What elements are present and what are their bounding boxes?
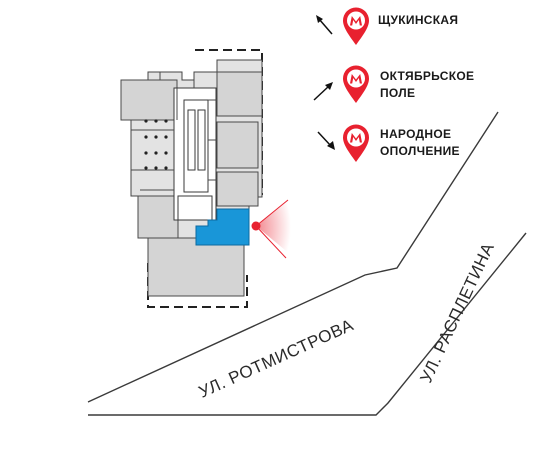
building-core xyxy=(173,87,217,221)
column xyxy=(164,151,168,155)
view-point-dot xyxy=(251,221,261,231)
view-ray-top xyxy=(255,199,289,227)
metro-station-label: НАРОДНОЕ ОПОЛЧЕНИЕ xyxy=(380,126,460,160)
street-rotmistrova-edge-upper xyxy=(87,111,499,403)
street-label-rasplletina: УЛ. РАСПЛЕТИНА xyxy=(416,240,498,386)
core-lobby xyxy=(177,195,213,221)
metro-station-label: ЩУКИНСКАЯ xyxy=(378,12,458,29)
arrow-north-west-icon xyxy=(316,15,333,35)
column xyxy=(144,119,148,123)
block-left-top xyxy=(120,79,178,121)
column xyxy=(164,166,168,170)
building-blocks xyxy=(120,71,263,297)
column xyxy=(164,119,168,123)
column xyxy=(154,151,158,155)
street-rotmistrova-edge-lower xyxy=(88,232,527,416)
partition-1 xyxy=(131,88,178,191)
view-ray-bottom xyxy=(255,225,287,259)
arrow-south-east-icon xyxy=(317,131,335,150)
column xyxy=(154,119,158,123)
view-direction-marker xyxy=(251,199,291,259)
metro-station-label: ОКТЯБРЬСКОЕ ПОЛЕ xyxy=(380,68,474,102)
arrow-north-east-icon xyxy=(313,82,333,101)
building-plan xyxy=(120,49,263,308)
metro-station-name-line2: ПОЛЕ xyxy=(380,86,416,100)
metro-station-name-line1: ОКТЯБРЬСКОЕ xyxy=(380,69,475,83)
core-shaft-2 xyxy=(197,109,206,171)
partition-lines xyxy=(131,72,217,191)
column xyxy=(154,135,158,139)
column xyxy=(164,135,168,139)
metro-m-icon xyxy=(343,7,369,46)
partition-2 xyxy=(208,99,217,181)
block-bottom xyxy=(147,237,245,297)
block-right-1 xyxy=(216,71,263,117)
column xyxy=(154,166,158,170)
core-shaft-1 xyxy=(187,109,196,171)
metro-station-name: ЩУКИНСКАЯ xyxy=(378,13,459,27)
metro-station-name-line2: ОПОЛЧЕНИЕ xyxy=(380,144,460,158)
partition-3 xyxy=(159,72,195,88)
column xyxy=(144,166,148,170)
metro-m-icon xyxy=(343,65,369,103)
column-grid xyxy=(144,119,168,170)
block-left-bottom xyxy=(137,195,179,239)
street-label-rotmistrova: УЛ. РОТМИСТРОВА xyxy=(196,315,357,401)
block-right-3 xyxy=(216,171,259,207)
column xyxy=(144,151,148,155)
highlighted-unit[interactable] xyxy=(195,208,250,246)
metro-station-name-line1: НАРОДНОЕ xyxy=(380,127,452,141)
block-right-2 xyxy=(216,121,259,169)
metro-m-icon xyxy=(343,124,369,162)
column xyxy=(144,135,148,139)
view-cone xyxy=(256,199,291,255)
streets xyxy=(87,111,527,416)
